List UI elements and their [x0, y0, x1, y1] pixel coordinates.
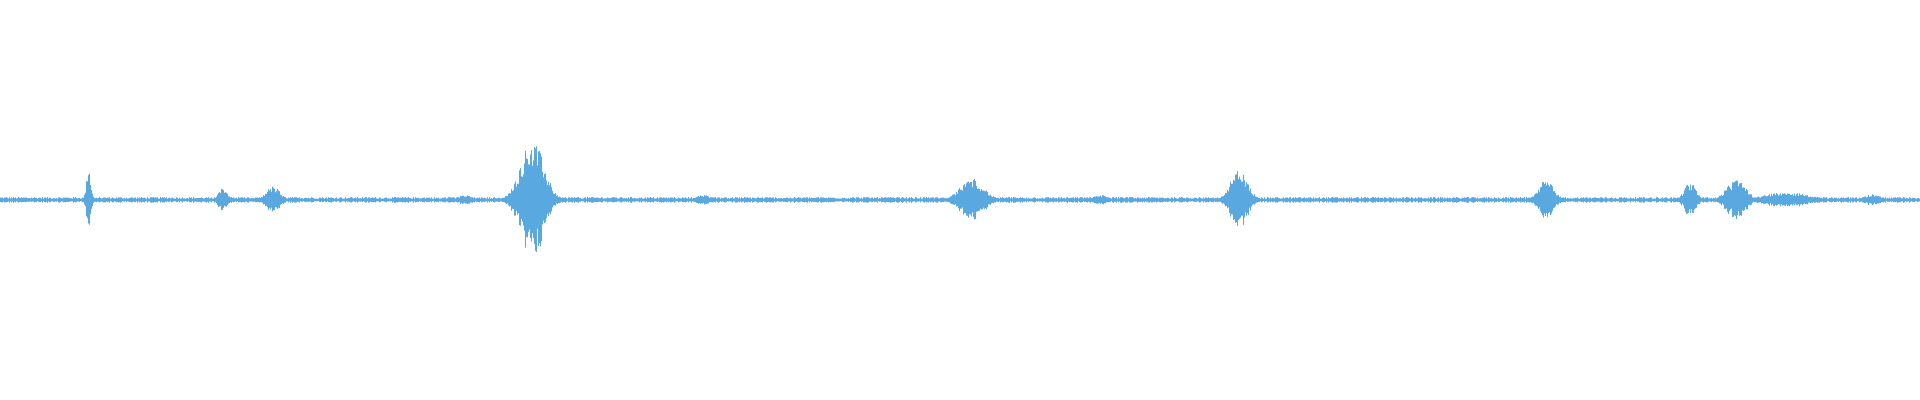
- waveform-series: [0, 146, 1920, 252]
